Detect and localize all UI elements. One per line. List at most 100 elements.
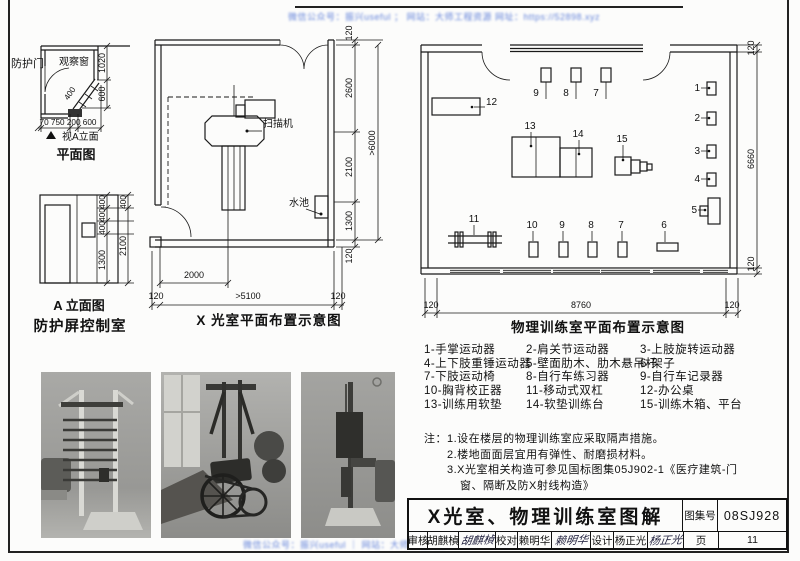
checker-name: 赖明华 bbox=[518, 532, 552, 548]
dim-left-120: 120 bbox=[148, 291, 163, 301]
photo-wall-pulley bbox=[301, 372, 395, 538]
legend-col-3: 3-上肢旋转运动器 6-架子 9-自行车记录器 12-办公桌 15-训练木箱、平… bbox=[640, 344, 742, 413]
page-number: 11 bbox=[747, 534, 758, 546]
sink bbox=[314, 195, 329, 219]
reviewer-name: 胡麒楨 bbox=[428, 532, 459, 548]
dim-wall-bottom-120: 120 bbox=[344, 248, 354, 263]
xray-corner-block bbox=[149, 236, 162, 248]
lead-screen-dashed bbox=[167, 96, 253, 205]
designer-name: 杨正光 bbox=[614, 532, 648, 548]
legend-col-1: 1-手掌运动器 4-上下肢重锤运动器 7-下肢运动椅 10-胸背校正器 13-训… bbox=[424, 344, 531, 413]
xray-room-drawing: 扫描机 水池 120 2600 2100 1300 120 >6000 2000… bbox=[148, 25, 383, 328]
note-line-1: 注：1.设在楼层的物理训练室应采取隔声措施。 bbox=[424, 433, 665, 445]
dim-8760: 8760 bbox=[571, 300, 591, 310]
photo-wall-bars bbox=[41, 372, 151, 538]
dim-tr-right-120: 120 bbox=[724, 300, 739, 310]
door-swing-arc bbox=[44, 66, 70, 93]
dim-2600: 2600 bbox=[344, 78, 354, 98]
legend-item: 4-上下肢重锤运动器 bbox=[424, 357, 532, 370]
equipment-10 bbox=[528, 241, 539, 258]
dim-tr-bottom-120: 120 bbox=[746, 256, 756, 271]
legend-item: 7-下肢运动椅 bbox=[424, 371, 496, 384]
dim-400-top: 400 bbox=[119, 195, 128, 209]
num-5: 5 bbox=[691, 205, 697, 216]
num-13: 13 bbox=[524, 121, 536, 132]
plan-right-wall bbox=[93, 46, 99, 80]
plan-left-wall bbox=[40, 46, 46, 118]
view-direction-marker bbox=[46, 131, 56, 139]
xray-right-wall bbox=[327, 39, 335, 247]
protective-door-label: 防护门 bbox=[11, 56, 44, 70]
dim-1300: 1300 bbox=[97, 250, 107, 270]
atlas-number: 08SJ928 bbox=[723, 508, 781, 523]
elevation-caption: A 立面图 bbox=[53, 298, 105, 313]
equipment-7-top bbox=[600, 67, 612, 83]
legend-item: 15-训练木箱、平台 bbox=[640, 398, 743, 411]
page-frame-right bbox=[787, 0, 789, 553]
legend-item: 8-自行车练习器 bbox=[526, 371, 610, 384]
num-8-bottom: 8 bbox=[588, 220, 594, 231]
dim-wall-top-120: 120 bbox=[344, 25, 354, 40]
dim-total-6000: >6000 bbox=[367, 130, 377, 155]
dim-1020: 1020 bbox=[97, 53, 107, 73]
legend-item: 10-胸背校正器 bbox=[424, 385, 503, 398]
control-room-title: 防护屏控制室 bbox=[34, 317, 127, 335]
checker-signature: 赖明华 bbox=[552, 532, 591, 548]
xray-left-wall bbox=[154, 40, 162, 206]
dim-2000: 2000 bbox=[184, 270, 204, 280]
elevation-outline bbox=[39, 194, 119, 284]
num-7-top: 7 bbox=[593, 88, 599, 99]
watermark-top: 微信公众号：振兴useful ； 网站：大师工程资源 网址：https://52… bbox=[288, 12, 601, 22]
training-caption: 物理训练室平面布置示意图 bbox=[511, 319, 685, 335]
legend-item: 12-办公桌 bbox=[640, 385, 695, 398]
page-frame-bottom bbox=[8, 551, 789, 553]
num-10: 10 bbox=[526, 220, 538, 231]
legend-item: 9-自行车记录器 bbox=[640, 371, 724, 384]
legend-item: 3-上肢旋转运动器 bbox=[640, 344, 736, 356]
legend-col-2: 2-肩关节运动器 5-壁面肋木、肋木悬吊杆 8-自行车练习器 11-移动式双杠 … bbox=[526, 344, 657, 413]
review-label: 审核 bbox=[409, 532, 428, 548]
design-label: 设计 bbox=[591, 532, 614, 548]
view-marker-label: 视A立面 bbox=[62, 130, 99, 143]
dim-window-400: 400 bbox=[62, 85, 77, 102]
num-1: 1 bbox=[694, 83, 700, 94]
dim-1300-xray: 1300 bbox=[344, 211, 354, 231]
elevation-door bbox=[44, 204, 71, 284]
note-line-2: 2.楼地面面层宜用有弹性、耐磨损材料。 bbox=[447, 448, 653, 461]
legend-item: 1-手掌运动器 bbox=[424, 344, 496, 356]
atlas-number-label: 图集号 bbox=[683, 500, 718, 531]
num-2: 2 bbox=[694, 113, 700, 124]
training-right-wall bbox=[729, 45, 738, 274]
dim-2100-xray: 2100 bbox=[344, 157, 354, 177]
photo-training-equipment bbox=[161, 372, 291, 538]
training-room-drawing: 12 9 8 7 1 2 3 4 5 13 14 15 bbox=[420, 40, 762, 335]
equipment-9-bottom bbox=[558, 241, 569, 258]
num-12: 12 bbox=[486, 97, 498, 108]
dim-2100: 2100 bbox=[118, 236, 128, 256]
training-top-wall-left bbox=[421, 44, 482, 53]
num-9-bottom: 9 bbox=[559, 220, 565, 231]
equipment-15-steps bbox=[614, 156, 653, 176]
num-3: 3 bbox=[694, 146, 700, 157]
xray-double-door bbox=[279, 40, 329, 70]
legend-item: 2-肩关节运动器 bbox=[526, 344, 610, 356]
equipment-1 bbox=[706, 81, 717, 96]
notes: 注：1.设在楼层的物理训练室应采取隔声措施。 2.楼地面面层宜用有弹性、耐磨损材… bbox=[424, 432, 738, 494]
xray-bottom-wall bbox=[155, 239, 334, 248]
training-top-wall-right bbox=[670, 44, 737, 53]
scanner-leader-dot bbox=[245, 129, 249, 133]
equipment-8-bottom bbox=[587, 241, 598, 258]
page-label: 页 bbox=[684, 532, 719, 548]
xray-left-door bbox=[160, 206, 192, 238]
num-9-top: 9 bbox=[533, 88, 539, 99]
observation-window-label: 观察窗 bbox=[59, 55, 89, 68]
scanner bbox=[204, 85, 276, 211]
num-8-top: 8 bbox=[563, 88, 569, 99]
equipment-9-top bbox=[540, 67, 552, 83]
legend-item: 6-架子 bbox=[640, 357, 676, 370]
legend-item: 14-软垫训练台 bbox=[526, 398, 605, 411]
dim-bottom-chain: 70 750 200 600 bbox=[40, 118, 97, 127]
training-bottom-wall bbox=[421, 267, 737, 275]
equipment-11-parallel-bars bbox=[448, 231, 502, 248]
